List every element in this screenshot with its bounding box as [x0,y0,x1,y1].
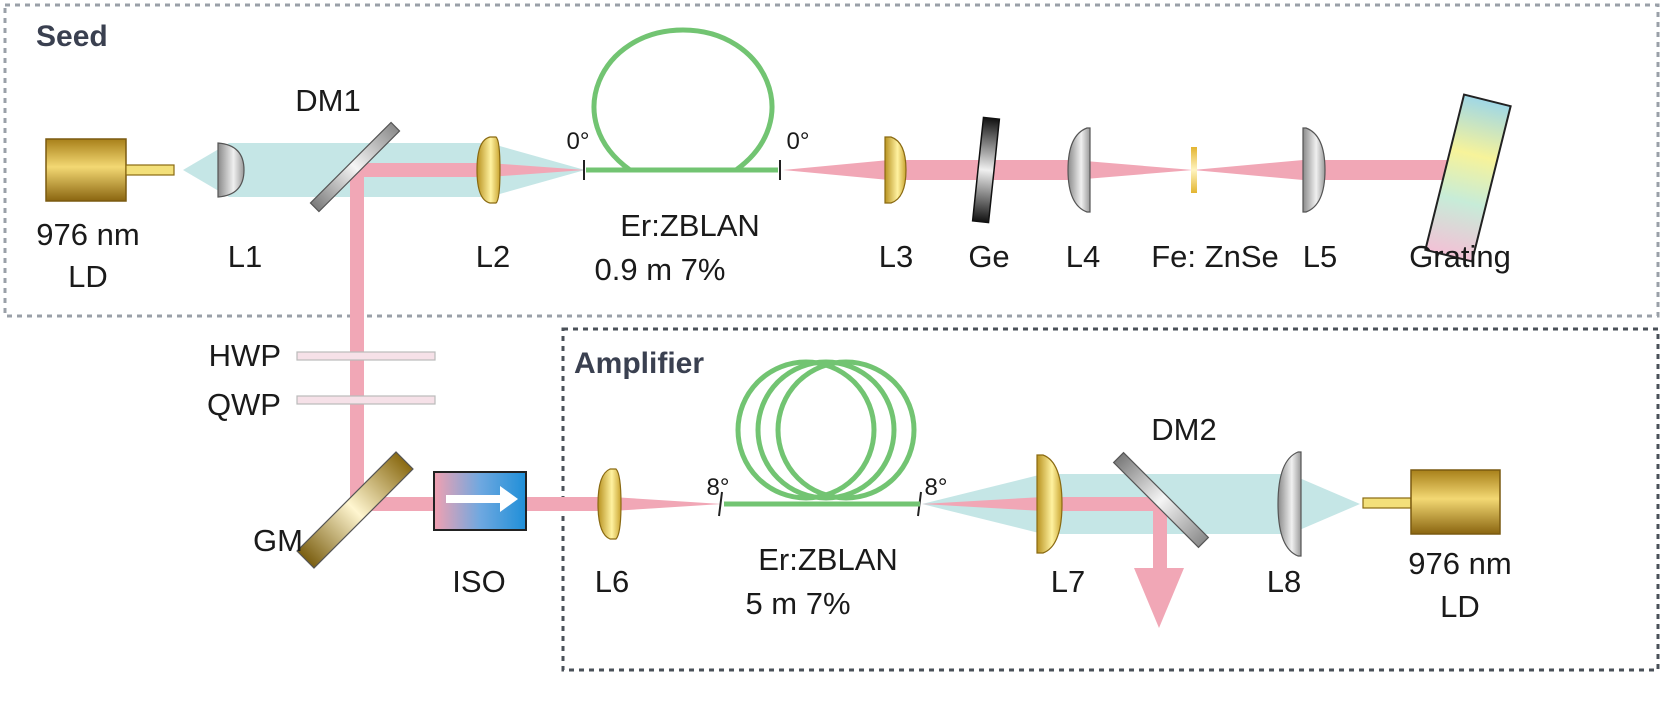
seed-angle-out: 0° [787,128,810,155]
l7-label: L7 [1051,564,1085,599]
amp-ld-body [1410,469,1501,535]
fe-znse-label: Fe: ZnSe [1151,239,1279,274]
l3-label: L3 [879,239,913,274]
signal-vertical [350,170,364,504]
grating [1424,93,1512,263]
l1-lens [217,142,245,198]
l5-label: L5 [1303,239,1337,274]
iso-label: ISO [452,564,505,599]
seed-ld-fiber [125,164,175,176]
qwp-label: QWP [207,387,281,422]
iso-arrow-head [500,486,518,512]
l4-label: L4 [1066,239,1100,274]
l2-lens [476,136,501,204]
seed-ld-label-1: 976 nm [36,217,139,252]
l7-lens [1036,454,1063,554]
amp-fiber-label-1: Er:ZBLAN [758,542,898,577]
amp-ld-label-2: LD [1440,589,1480,624]
fe-znse-crystal [1191,147,1197,193]
amp-ld-fiber [1362,497,1412,509]
dm1-mirror [309,121,401,213]
grating-label: Grating [1409,239,1511,274]
seed-ld-label-2: LD [68,259,108,294]
dm2-mirror [1112,451,1210,549]
seed-fiber-label-1: Er:ZBLAN [620,208,760,243]
iso-arrow-shaft [446,495,502,503]
dm2-label: DM2 [1151,412,1216,447]
ge-label: Ge [968,239,1009,274]
l8-label: L8 [1267,564,1301,599]
l4-lens [1067,127,1091,213]
amp-fiber-end-left [718,491,723,517]
l5-lens [1302,127,1326,213]
seed-box [3,3,1660,318]
output-beam [1153,504,1167,570]
l1-label: L1 [228,239,262,274]
seed-signal-back [357,163,585,177]
l3-lens [884,136,907,204]
seed-title: Seed [36,20,108,53]
hwp-label: HWP [209,338,281,373]
hwp-plate [296,351,436,361]
gm-mirror [296,451,414,569]
amp-angle-out: 8° [925,474,948,501]
l6-label: L6 [595,564,629,599]
output-arrow [1134,568,1184,628]
amp-signal-focus [612,497,722,511]
amp-angle-in: 8° [707,474,730,501]
qwp-plate [296,395,436,405]
l2-label: L2 [476,239,510,274]
dm1-label: DM1 [295,83,360,118]
seed-fiber-loop [586,27,778,173]
seed-fiber-label-2: 0.9 m 7% [595,252,726,287]
amp-ld-label-1: 976 nm [1408,546,1511,581]
amp-fiber-label-2: 5 m 7% [745,586,850,621]
amp-fiber-coils [735,359,917,501]
ge-plate [971,116,1001,224]
amplifier-title: Amplifier [574,347,704,380]
seed-angle-in: 0° [567,128,590,155]
seed-ld-body [45,138,127,202]
l8-lens [1277,451,1302,557]
gm-label: GM [253,523,303,558]
l6-lens [597,468,622,540]
